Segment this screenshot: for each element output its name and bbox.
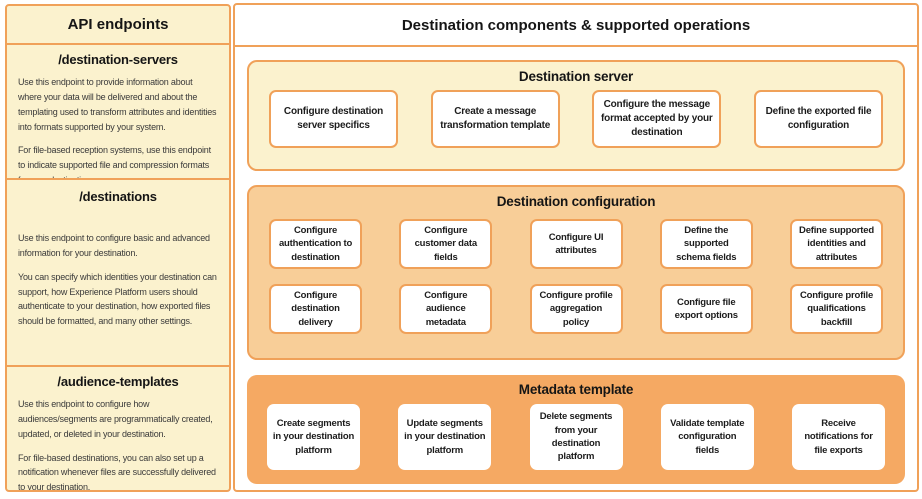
operation-card: Configure file export options (659, 284, 753, 334)
endpoint-title-audience-templates: /audience-templates (57, 374, 179, 389)
section-audience-templates: /audience-templates Use this endpoint to… (7, 367, 229, 490)
destination-components-title: Destination components & supported opera… (401, 16, 751, 34)
destination-components-header: Destination components & supported opera… (235, 5, 917, 47)
group-destination-server: Destination server Configure destination… (247, 60, 905, 171)
operation-card: Configure destination delivery (269, 284, 362, 334)
group-destination-configuration: Destination configuration Configure auth… (247, 185, 905, 360)
operation-card: Validate template configuration fields (660, 404, 754, 470)
operation-card: Configure profile aggregation policy (529, 284, 623, 334)
operation-card: Create segments in your destination plat… (267, 404, 360, 470)
endpoint-description: For file-based reception systems, use th… (18, 145, 211, 178)
endpoint-description: Use this endpoint to provide information… (18, 77, 217, 132)
operation-card: Configure audience metadata (399, 284, 493, 334)
destination-configuration-cards-row-1: Configure authentication to destination … (249, 219, 903, 269)
section-destinations: /destinations Use this endpoint to confi… (7, 180, 229, 367)
group-title-destination-server: Destination server (518, 69, 634, 84)
operation-card: Configure customer data fields (399, 219, 493, 269)
operation-card: Create a message transformation template (430, 90, 560, 148)
operation-card: Receive notifications for file exports (792, 404, 885, 470)
section-destination-servers: /destination-servers Use this endpoint t… (7, 45, 229, 180)
operation-card: Define the exported file configuration (753, 90, 883, 148)
operation-card: Configure destination server specifics (269, 90, 398, 148)
api-endpoints-title: API endpoints (67, 16, 169, 33)
operation-card: Configure UI attributes (529, 219, 623, 269)
group-title-destination-configuration: Destination configuration (496, 194, 656, 209)
endpoint-description: You can specify which identities your de… (18, 271, 217, 327)
operation-card: Configure profile qualifications backfil… (790, 284, 883, 334)
metadata-template-cards: Create segments in your destination plat… (247, 404, 905, 470)
endpoint-description: For file-based destinations, you can als… (18, 452, 216, 490)
endpoint-title-destinations: /destinations (79, 189, 157, 204)
endpoint-description: Use this endpoint to configure basic and… (18, 233, 210, 258)
destination-configuration-cards-row-2: Configure destination delivery Configure… (249, 284, 903, 334)
group-title-metadata-template: Metadata template (518, 382, 634, 397)
operation-card: Configure authentication to destination (269, 219, 362, 269)
group-metadata-template: Metadata template Create segments in you… (247, 375, 905, 484)
endpoint-description: Use this endpoint to configure how audie… (18, 399, 213, 439)
destination-server-cards: Configure destination server specifics C… (249, 90, 903, 148)
operation-card: Update segments in your destination plat… (398, 404, 492, 470)
operation-card: Define the supported schema fields (659, 219, 753, 269)
endpoint-title-destination-servers: /destination-servers (58, 52, 178, 67)
operation-card: Delete segments from your destination pl… (529, 404, 623, 470)
api-endpoints-panel: API endpoints /destination-servers Use t… (5, 4, 231, 492)
api-endpoints-header: API endpoints (7, 6, 229, 45)
destination-components-panel: Destination components & supported opera… (233, 3, 919, 492)
operation-card: Define supported identities and attribut… (790, 219, 883, 269)
operation-card: Configure the message format accepted by… (592, 90, 722, 148)
destination-components-content: Destination server Configure destination… (235, 47, 917, 484)
